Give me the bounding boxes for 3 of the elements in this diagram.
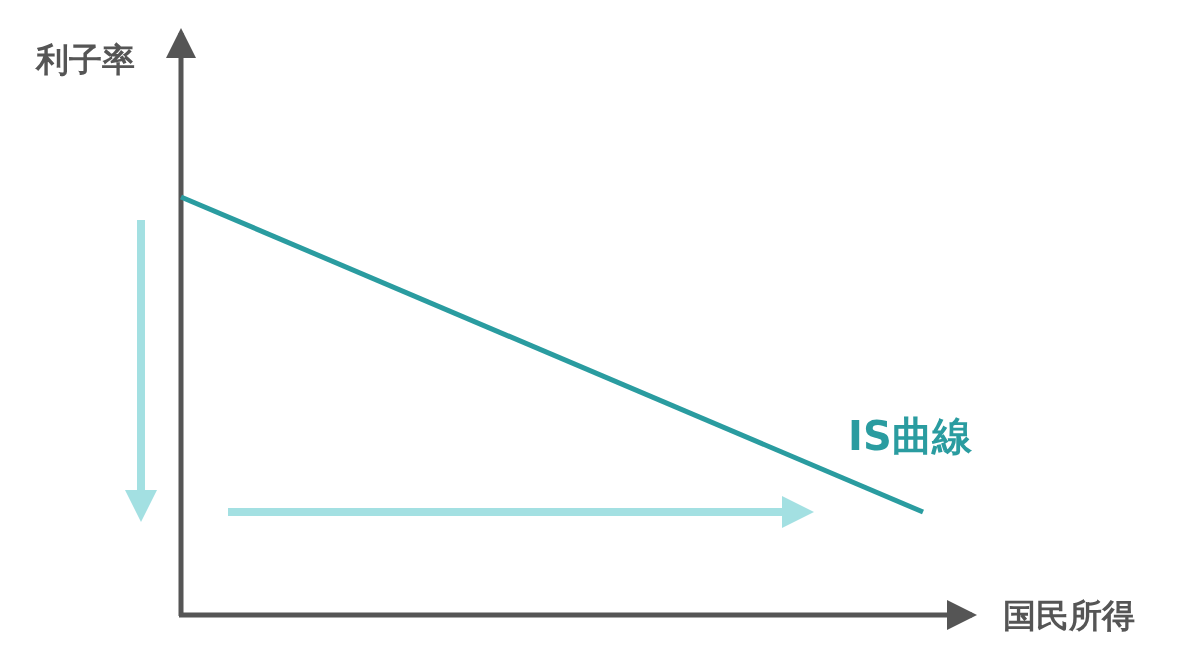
axis-label: 国民所得 [1003, 598, 1135, 635]
axis-label: 利子率 [36, 42, 135, 79]
curve-label: IS曲線 [848, 414, 972, 458]
